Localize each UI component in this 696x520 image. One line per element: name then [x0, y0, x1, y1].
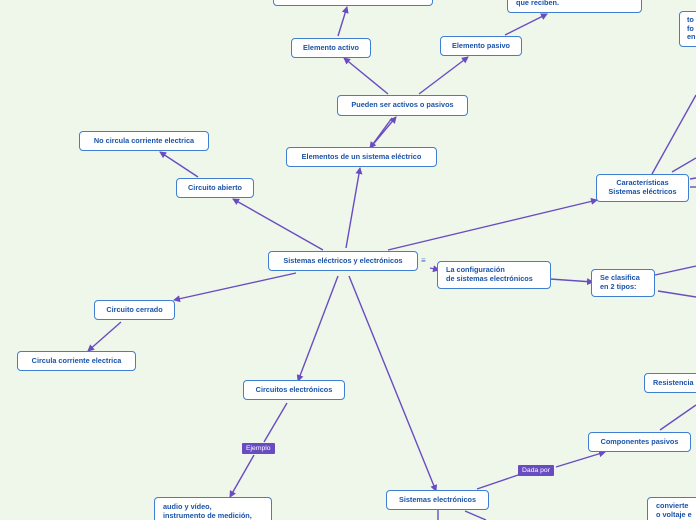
link-clasifica-right-2: [657, 290, 696, 298]
node-componentes-pasivos[interactable]: Componentes pasivos: [588, 432, 691, 452]
link-cerrado-to-circula: [87, 321, 122, 352]
link-sistemas-to-electronicos: [348, 275, 437, 492]
link-dada-por-to-pasivos: [555, 450, 606, 468]
node-to-fo-en[interactable]: to fo en: [679, 11, 696, 47]
node-sistemas-electronicos[interactable]: Sistemas electrónicos: [386, 490, 489, 510]
link-sistemas-to-circuitos: [296, 275, 339, 382]
link-electronicos-down-2: [464, 510, 487, 520]
link-ejemplo-to-audio: [229, 454, 255, 498]
link-sistemas-to-caracteristicas: [387, 197, 598, 251]
link-caracteristicas-right-1: [671, 157, 696, 173]
link-elemento-activo-to-top: [337, 6, 349, 37]
node-elemento-pasivo[interactable]: Elemento pasivo: [440, 36, 522, 56]
node-audio-video[interactable]: audio y vídeo, instrumento de medición,: [154, 497, 272, 520]
link-configuracion-to-clasifica: [549, 278, 594, 286]
node-sistemas-electricos-y-electronicos[interactable]: Sistemas eléctricos y electrónicos: [268, 251, 418, 271]
link-sistemas-to-cerrado: [173, 272, 297, 303]
node-circuitos-electronicos[interactable]: Circuitos electrónicos: [243, 380, 345, 400]
node-elementos-de-un-sistema[interactable]: Elementos de un sistema eléctrico: [286, 147, 437, 167]
tag-ejemplo: Ejemplo: [242, 443, 275, 454]
link-caracteristicas-right-2: [689, 177, 696, 180]
node-convierte[interactable]: convierte o voltaje e: [647, 497, 696, 520]
link-sistemas-to-elementos: [345, 167, 363, 249]
link-activos-to-elementos: [369, 117, 393, 149]
link-abierto-to-no-circula: [159, 151, 199, 178]
link-pasivo-to-que-reciben: [504, 13, 548, 36]
node-circula-corriente[interactable]: Circula corriente electrica: [17, 351, 136, 371]
link-caracteristicas-up: [651, 94, 696, 175]
link-sistemas-to-abierto: [232, 198, 324, 251]
link-activos-to-elemento-pasivo: [418, 56, 469, 95]
node-top-clipped[interactable]: [273, 0, 433, 6]
node-que-reciben[interactable]: que reciben.: [507, 0, 642, 13]
link-activos-to-elemento-activo: [343, 57, 389, 95]
node-circuito-cerrado[interactable]: Circuito cerrado: [94, 300, 175, 320]
node-resistencia[interactable]: Resistencia: [644, 373, 696, 393]
collapse-icon[interactable]: ≡: [421, 256, 426, 265]
node-caracteristicas-sistemas[interactable]: Características Sistemas eléctricos: [596, 174, 689, 202]
node-circuito-abierto[interactable]: Circuito abierto: [176, 178, 254, 198]
link-circuitos-to-ejemplo: [263, 402, 288, 443]
node-elemento-activo[interactable]: Elemento activo: [291, 38, 371, 58]
tag-dada-por: Dada por: [518, 465, 554, 476]
node-configuracion-sistemas[interactable]: La configuración de sistemas electrónico…: [437, 261, 551, 289]
link-pasivos-to-resistencia: [659, 404, 696, 431]
link-clasifica-right-1: [654, 265, 696, 276]
node-pueden-ser-activos-o-pasivos[interactable]: Pueden ser activos o pasivos: [337, 95, 468, 116]
link-electronicos-to-dada-por: [476, 473, 522, 490]
node-no-circula-corriente[interactable]: No circula corriente electrica: [79, 131, 209, 151]
node-se-clasifica[interactable]: Se clasifica en 2 tipos:: [591, 269, 655, 297]
